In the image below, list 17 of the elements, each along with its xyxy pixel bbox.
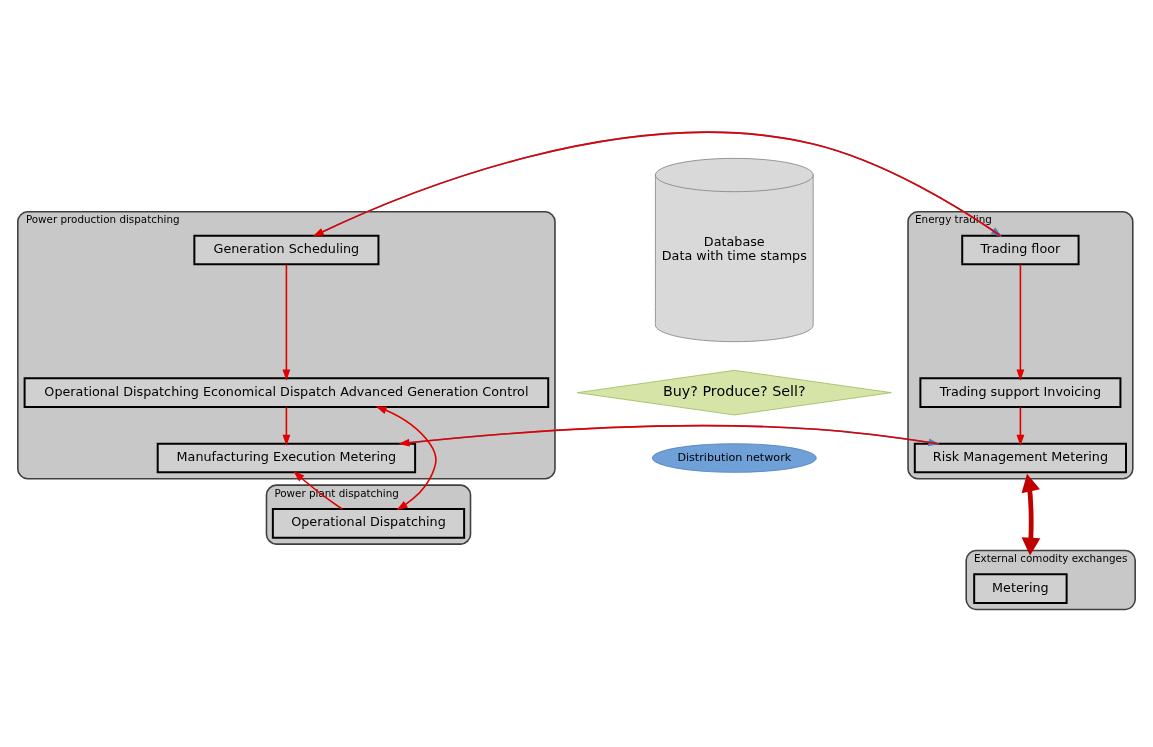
node-box: Operational Dispatching Economical Dispatch Advanced Generation Control: [23, 376, 550, 408]
node-box: Trading support Invoicing: [919, 376, 1122, 408]
arrow: [375, 405, 437, 510]
node-box: Generation Scheduling: [193, 234, 380, 265]
node-box: Trading floor: [961, 234, 1080, 265]
arrow: [1016, 263, 1025, 381]
node-box: Risk Management Metering: [913, 442, 1127, 473]
node-diamond: Buy? Produce? Sell?: [576, 369, 892, 415]
arrow: [1021, 473, 1041, 556]
arrow: [282, 263, 291, 381]
node-ellipse: Distribution network: [651, 442, 817, 473]
arrow: [1016, 406, 1025, 446]
node-box: Operational Dispatching: [271, 507, 466, 539]
node-box: Metering: [973, 572, 1068, 604]
arrow: [282, 406, 291, 446]
node-box: Manufacturing Execution Metering: [156, 442, 417, 473]
arrow: [293, 470, 343, 510]
